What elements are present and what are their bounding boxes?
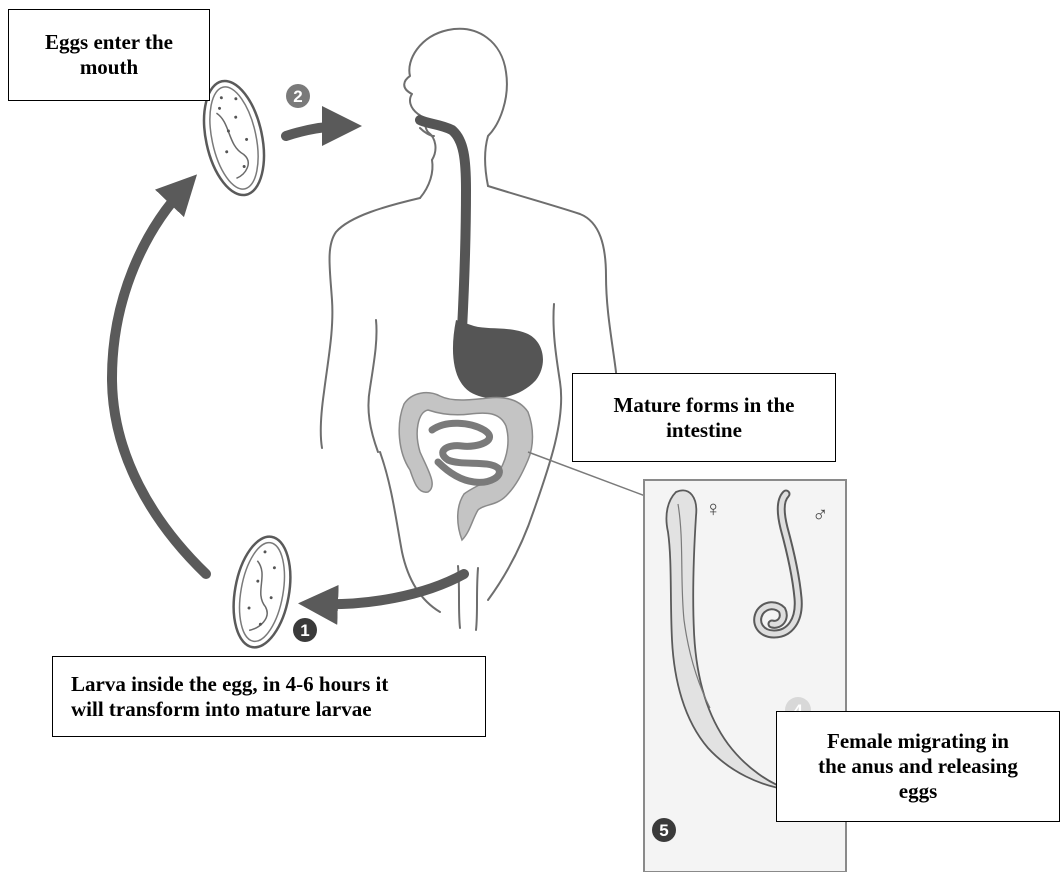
arrow-egg-to-mouth	[286, 126, 346, 136]
svg-text:1: 1	[300, 621, 309, 640]
label-eggs-enter-mouth-text: Eggs enter the mouth	[45, 30, 173, 80]
label-mature-forms-intestine: Mature forms in the intestine	[572, 373, 836, 462]
label-mature-forms-text: Mature forms in the intestine	[614, 393, 795, 443]
female-symbol: ♀	[705, 496, 722, 521]
step-badge-1: 1	[293, 618, 317, 642]
label-eggs-enter-mouth: Eggs enter the mouth	[8, 9, 210, 101]
svg-text:2: 2	[293, 87, 302, 106]
label-larva-inside-text: Larva inside the egg, in 4-6 hours it wi…	[71, 672, 388, 722]
svg-text:5: 5	[659, 821, 668, 840]
male-symbol: ♂	[812, 502, 829, 527]
step-badge-2: 2	[286, 84, 310, 108]
label-female-migrating: Female migrating in the anus and releasi…	[776, 711, 1060, 822]
label-female-migrating-text: Female migrating in the anus and releasi…	[818, 729, 1018, 804]
step-badge-5: 5	[652, 818, 676, 842]
cycle-arrows	[112, 126, 464, 604]
digestive-tract	[399, 120, 656, 540]
arrow-larva-egg-to-egg	[112, 186, 206, 574]
arrow-body-to-egg	[314, 574, 464, 604]
label-larva-inside-egg: Larva inside the egg, in 4-6 hours it wi…	[52, 656, 486, 737]
egg-bottom	[226, 532, 299, 652]
